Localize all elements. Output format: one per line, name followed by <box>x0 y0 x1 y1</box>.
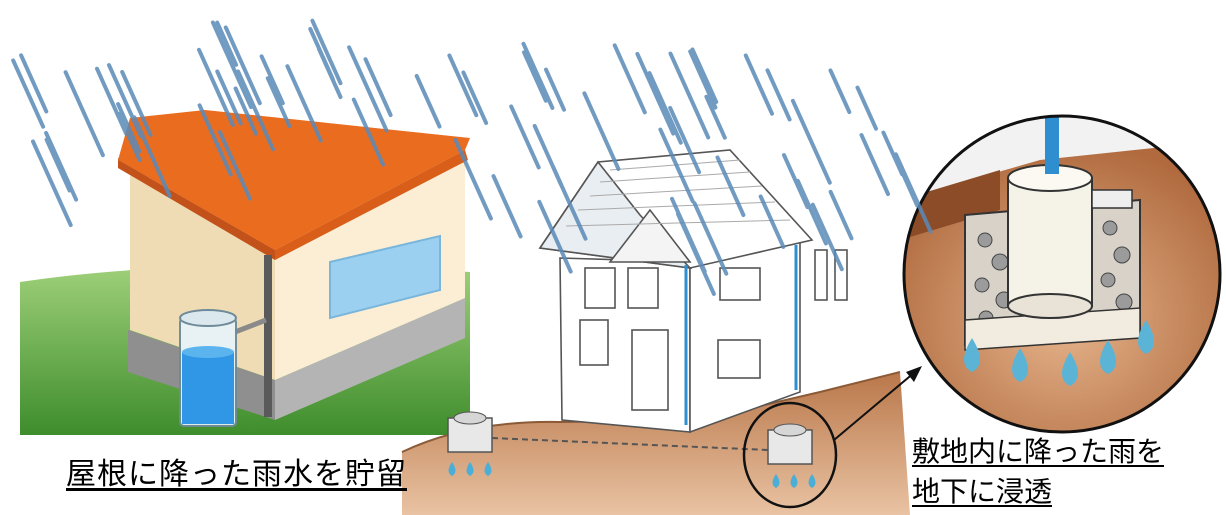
rain-streak <box>743 53 774 116</box>
middle-house-scene <box>401 149 922 515</box>
rain-streak <box>859 133 890 196</box>
left-storage-scene <box>20 110 470 435</box>
rain-streak <box>351 97 385 167</box>
rain-streak <box>44 137 72 193</box>
infiltration-cylinder <box>1007 177 1093 307</box>
front-door <box>631 329 669 411</box>
rain-streak <box>461 70 489 125</box>
downspout <box>264 255 272 417</box>
house-window <box>329 234 441 320</box>
infiltration-pit-right <box>767 423 813 465</box>
orange-roof <box>118 110 470 250</box>
rain-streak <box>116 112 142 162</box>
rain-streak <box>217 130 252 201</box>
rain-streak <box>668 105 702 175</box>
rain-streak <box>215 20 239 67</box>
rain-streak <box>363 57 393 117</box>
rain-streak <box>658 127 695 204</box>
rain-streak <box>758 194 786 249</box>
rain-streak <box>223 25 262 106</box>
rain-streak <box>881 130 905 177</box>
rain-streak <box>782 153 810 210</box>
rain-streak <box>582 91 621 171</box>
rain-streak <box>855 85 878 131</box>
highlight-ellipse <box>742 401 838 509</box>
caption-infiltration-line1: 敷地内に降った雨を <box>912 435 1165 468</box>
caption-infiltration-line2: 地下に浸透 <box>912 475 1053 508</box>
caption-infiltration: 敷地内に降った雨を 地下に浸透 <box>912 432 1164 512</box>
rain-streak <box>31 139 73 228</box>
rain-streak <box>532 124 564 187</box>
rain-streak <box>715 155 746 217</box>
rain-streak <box>107 63 143 138</box>
rain-streak <box>215 69 243 126</box>
rain-streak <box>11 58 46 129</box>
rain-barrel <box>179 309 237 427</box>
soil-ground <box>402 372 910 515</box>
rain-streak <box>491 174 523 239</box>
rain-streak <box>116 102 142 154</box>
rain-streak <box>285 64 323 143</box>
rain-streak <box>670 196 707 274</box>
rain-streak <box>453 137 493 221</box>
rain-streak <box>810 202 844 272</box>
water-drops-large <box>964 320 1154 386</box>
rain-streak <box>612 43 647 115</box>
rain-streak <box>692 201 729 276</box>
rain-streak <box>19 53 49 114</box>
rain-streak <box>509 104 541 170</box>
rain-streak <box>310 18 343 86</box>
rain-streak <box>447 53 479 118</box>
rain-streak <box>790 98 832 185</box>
rain-streak <box>647 71 683 145</box>
infiltration-pit-left <box>447 411 493 453</box>
rain-streak <box>522 50 548 103</box>
rain-streak <box>635 51 676 136</box>
rain-streak <box>668 51 711 140</box>
rain-streak <box>521 41 555 110</box>
rain-streak <box>265 76 292 129</box>
rain-streak <box>828 189 854 241</box>
magnified-cross-section <box>902 114 1222 434</box>
rain-streaks <box>11 18 933 296</box>
rain-streak <box>704 94 727 140</box>
rain-streak <box>210 20 253 110</box>
rain-streak <box>688 49 718 110</box>
rain-streak <box>544 67 566 112</box>
rain-streak <box>828 68 852 114</box>
rain-streak <box>414 73 442 129</box>
rain-streak <box>233 86 258 136</box>
rain-streak <box>765 68 792 122</box>
rain-streak <box>259 54 285 106</box>
rain-streak <box>197 47 235 127</box>
pointer-arrow <box>833 371 916 441</box>
rain-streak <box>236 69 275 152</box>
caption-storage: 屋根に降った雨水を貯留 <box>66 457 407 492</box>
rain-streak <box>690 47 719 104</box>
water-drops-small <box>448 462 816 488</box>
rain-streak <box>197 103 233 177</box>
rain-streak <box>795 178 828 246</box>
rain-streak <box>63 70 105 158</box>
rain-streak <box>44 131 79 202</box>
rain-streak <box>120 70 153 137</box>
rain-streak <box>347 45 389 133</box>
rain-streak <box>308 27 335 82</box>
rain-streak <box>537 199 573 274</box>
